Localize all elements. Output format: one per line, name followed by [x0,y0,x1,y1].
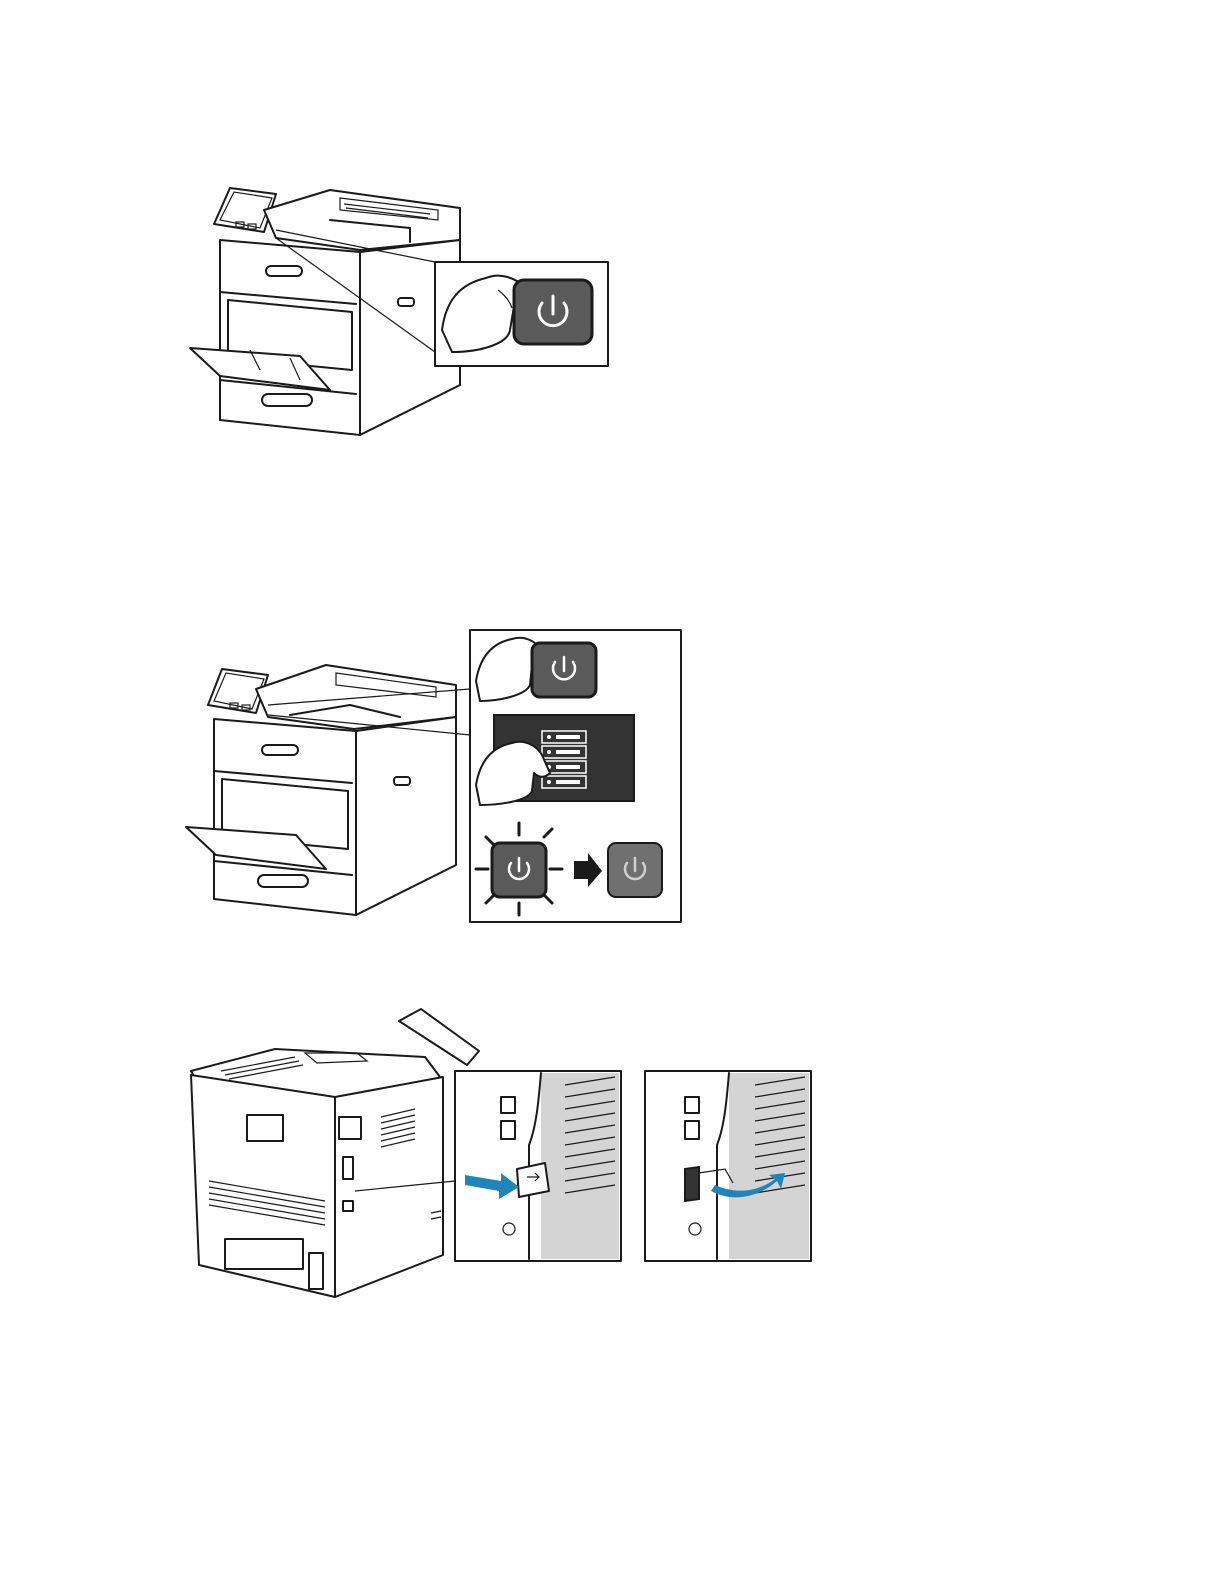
figure-power-off-sequence [180,625,690,930]
figure-power-on [180,180,620,445]
attached-cover-icon [685,1167,699,1201]
port-cover-icon [517,1163,549,1197]
printer-side-panel [356,717,456,915]
printer-top [264,190,460,250]
figure-usb-port-cover [185,1005,825,1305]
printer-front-panel [214,719,356,915]
printer-front-illustration [180,180,620,445]
printer-top [256,665,456,729]
printer-rear-panel [191,1075,335,1297]
printer-power-off-illustration [180,625,690,930]
printer-rear-illustration [185,1005,825,1305]
